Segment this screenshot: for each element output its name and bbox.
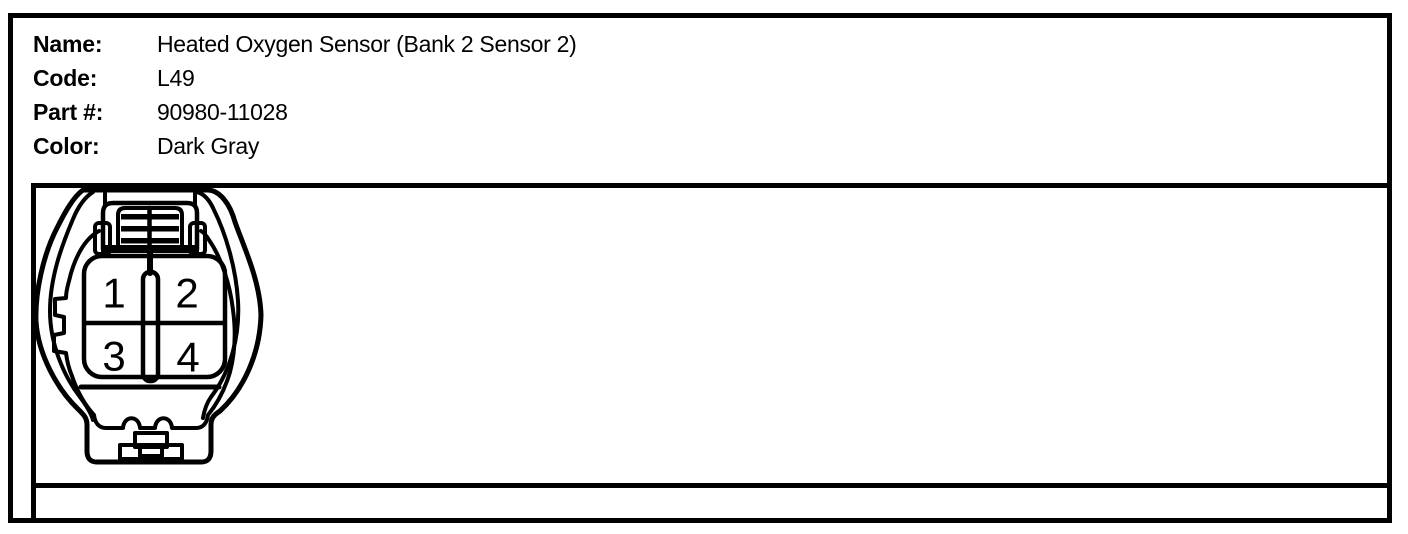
part-number-label: Part #:	[33, 99, 104, 125]
connector-middle-outline-right	[195, 190, 241, 420]
field-row-name: Name: Heated Oxygen Sensor (Bank 2 Senso…	[33, 27, 577, 61]
pin-cavity	[81, 253, 228, 380]
connector-panel	[31, 183, 1392, 523]
center-key-bar	[140, 269, 161, 384]
color-value: Dark Gray	[157, 133, 260, 159]
header-fields: Name: Heated Oxygen Sensor (Bank 2 Senso…	[33, 27, 577, 163]
field-row-color: Color: Dark Gray	[33, 129, 576, 163]
page-border: Name: Heated Oxygen Sensor (Bank 2 Senso…	[8, 13, 1392, 523]
connector-outer-outline	[33, 187, 264, 465]
latch-outer-frame	[100, 200, 200, 252]
pin-label-1: 1	[102, 270, 125, 317]
lock-tab-inner	[138, 445, 164, 458]
field-row-part: Part #: 90980-11028	[33, 95, 576, 129]
connector-diagram-icon: 1 2 3 4	[33, 187, 264, 465]
part-number-value: 90980-11028	[157, 99, 288, 125]
name-label: Name:	[33, 31, 103, 57]
color-label: Color:	[33, 133, 100, 159]
pin-label-3: 3	[102, 333, 125, 380]
pin-label-2: 2	[175, 270, 198, 317]
empty-footer-row	[36, 483, 1387, 518]
code-label: Code:	[33, 65, 98, 91]
code-value: L49	[157, 65, 195, 91]
pin-label-4: 4	[176, 334, 199, 381]
field-row-code: Code: L49	[33, 61, 576, 95]
name-value: Heated Oxygen Sensor (Bank 2 Sensor 2)	[157, 31, 577, 57]
connector-inner-shell	[52, 229, 237, 430]
